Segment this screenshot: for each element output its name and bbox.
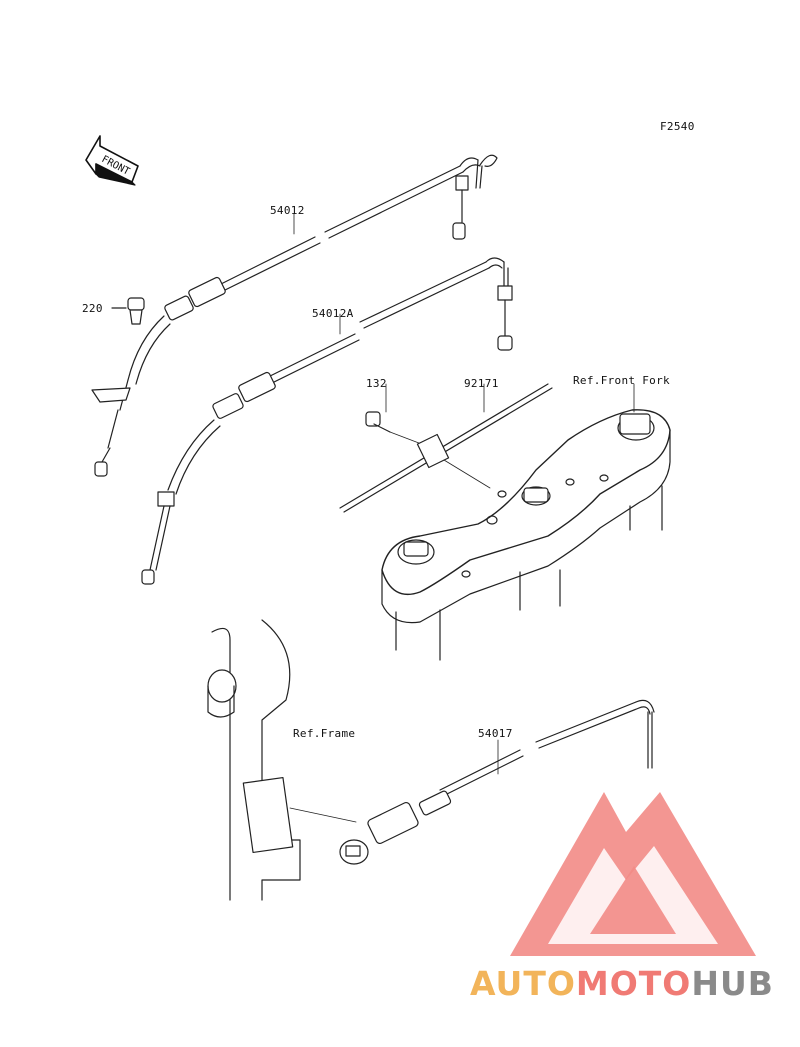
part-label-92171: 92171 [464,377,499,390]
ref-frame-label: Ref.Frame [293,727,356,740]
part-label-220: 220 [82,302,103,315]
choke-cable-54017 [339,699,655,865]
automotohub-logo-icon [510,792,756,956]
watermark-hub: HUB [691,964,774,1003]
diagram-code: F2540 [660,120,695,133]
front-arrow-icon: FRONT [85,135,139,186]
screw-220 [111,297,145,325]
part-label-54012: 54012 [270,204,305,217]
frame-reference [207,619,357,901]
watermark-moto: MOTO [575,964,692,1003]
part-label-132: 132 [366,377,387,390]
watermark-auto: AUTO [470,964,576,1003]
ref-front-fork-label: Ref.Front Fork [573,374,670,387]
part-label-54012A: 54012A [312,307,354,320]
throttle-cable-54012 [91,154,498,477]
watermark-text: AUTOMOTOHUB [470,964,774,1003]
part-label-54017: 54017 [478,727,513,740]
clamp-92171 [339,383,553,513]
throttle-cable-54012A [141,257,513,585]
front-fork-bracket [381,409,671,661]
leader-lines [293,213,635,775]
